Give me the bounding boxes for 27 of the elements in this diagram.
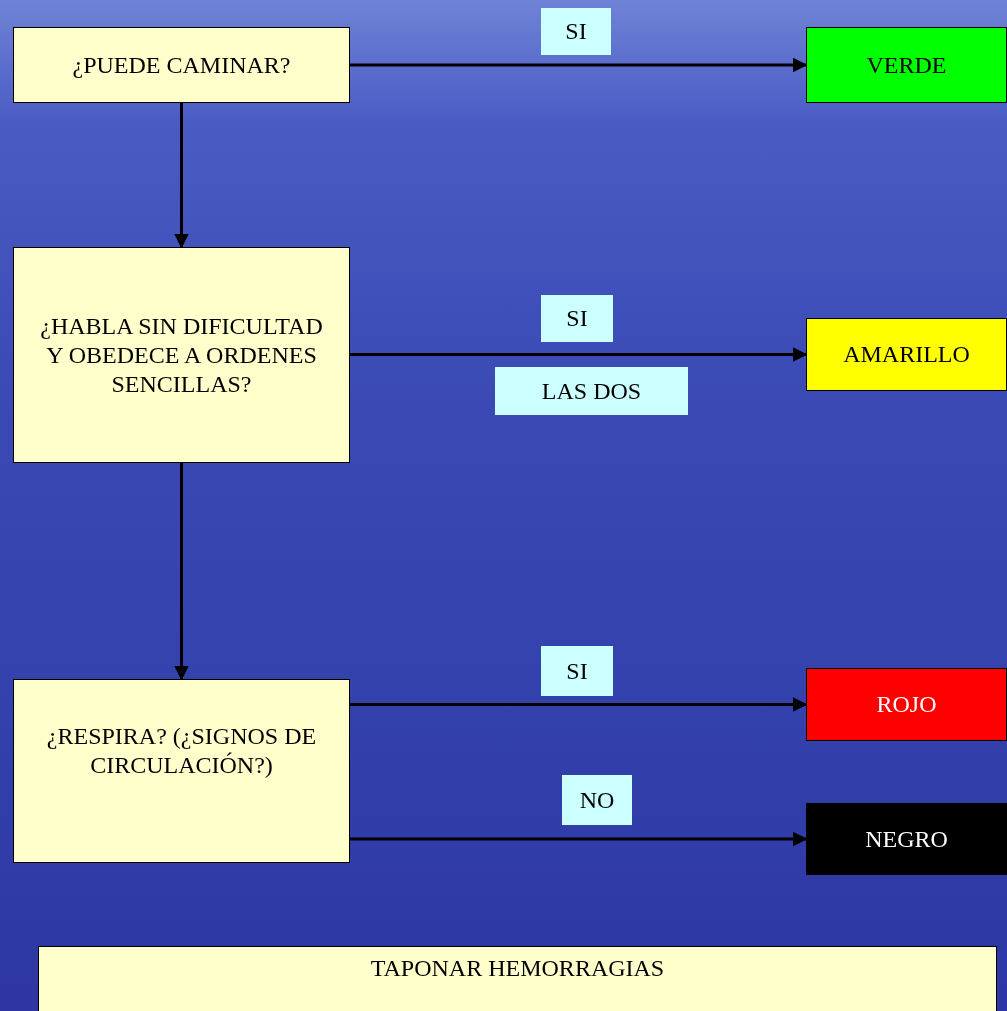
decision-box — [13, 247, 350, 463]
node-text: ¿RESPIRA? (¿SIGNOS DE CIRCULACIÓN?) — [45, 722, 318, 780]
arrow — [350, 347, 808, 362]
answer-label: LAS DOS — [495, 367, 688, 415]
arrow — [174, 103, 189, 249]
edge-label: NO — [562, 775, 632, 825]
action-box — [38, 946, 997, 1011]
result-box — [806, 803, 1007, 875]
decision-box — [13, 27, 350, 103]
decision-box — [13, 679, 350, 863]
edge-label: SI — [541, 646, 613, 696]
result-box — [806, 668, 1007, 741]
node-text: NEGRO — [864, 824, 949, 854]
arrow — [350, 57, 808, 73]
node-text: TAPONAR HEMORRAGIAS — [369, 953, 666, 983]
node-text: ROJO — [875, 690, 938, 719]
result-box — [806, 27, 1007, 103]
node-text: AMARILLO — [842, 340, 971, 369]
node-text: VERDE — [865, 50, 948, 80]
node-text: ¿HABLA SIN DIFICULTAD Y OBEDECE A ORDENES SENCILLAS? — [39, 311, 324, 399]
result-box — [806, 318, 1007, 391]
arrow — [174, 463, 189, 681]
node-text: ¿PUEDE CAMINAR? — [71, 50, 292, 80]
arrow — [350, 697, 808, 712]
edge-label: SI — [541, 295, 613, 342]
arrow — [350, 831, 808, 847]
edge-label: SI — [541, 8, 611, 55]
